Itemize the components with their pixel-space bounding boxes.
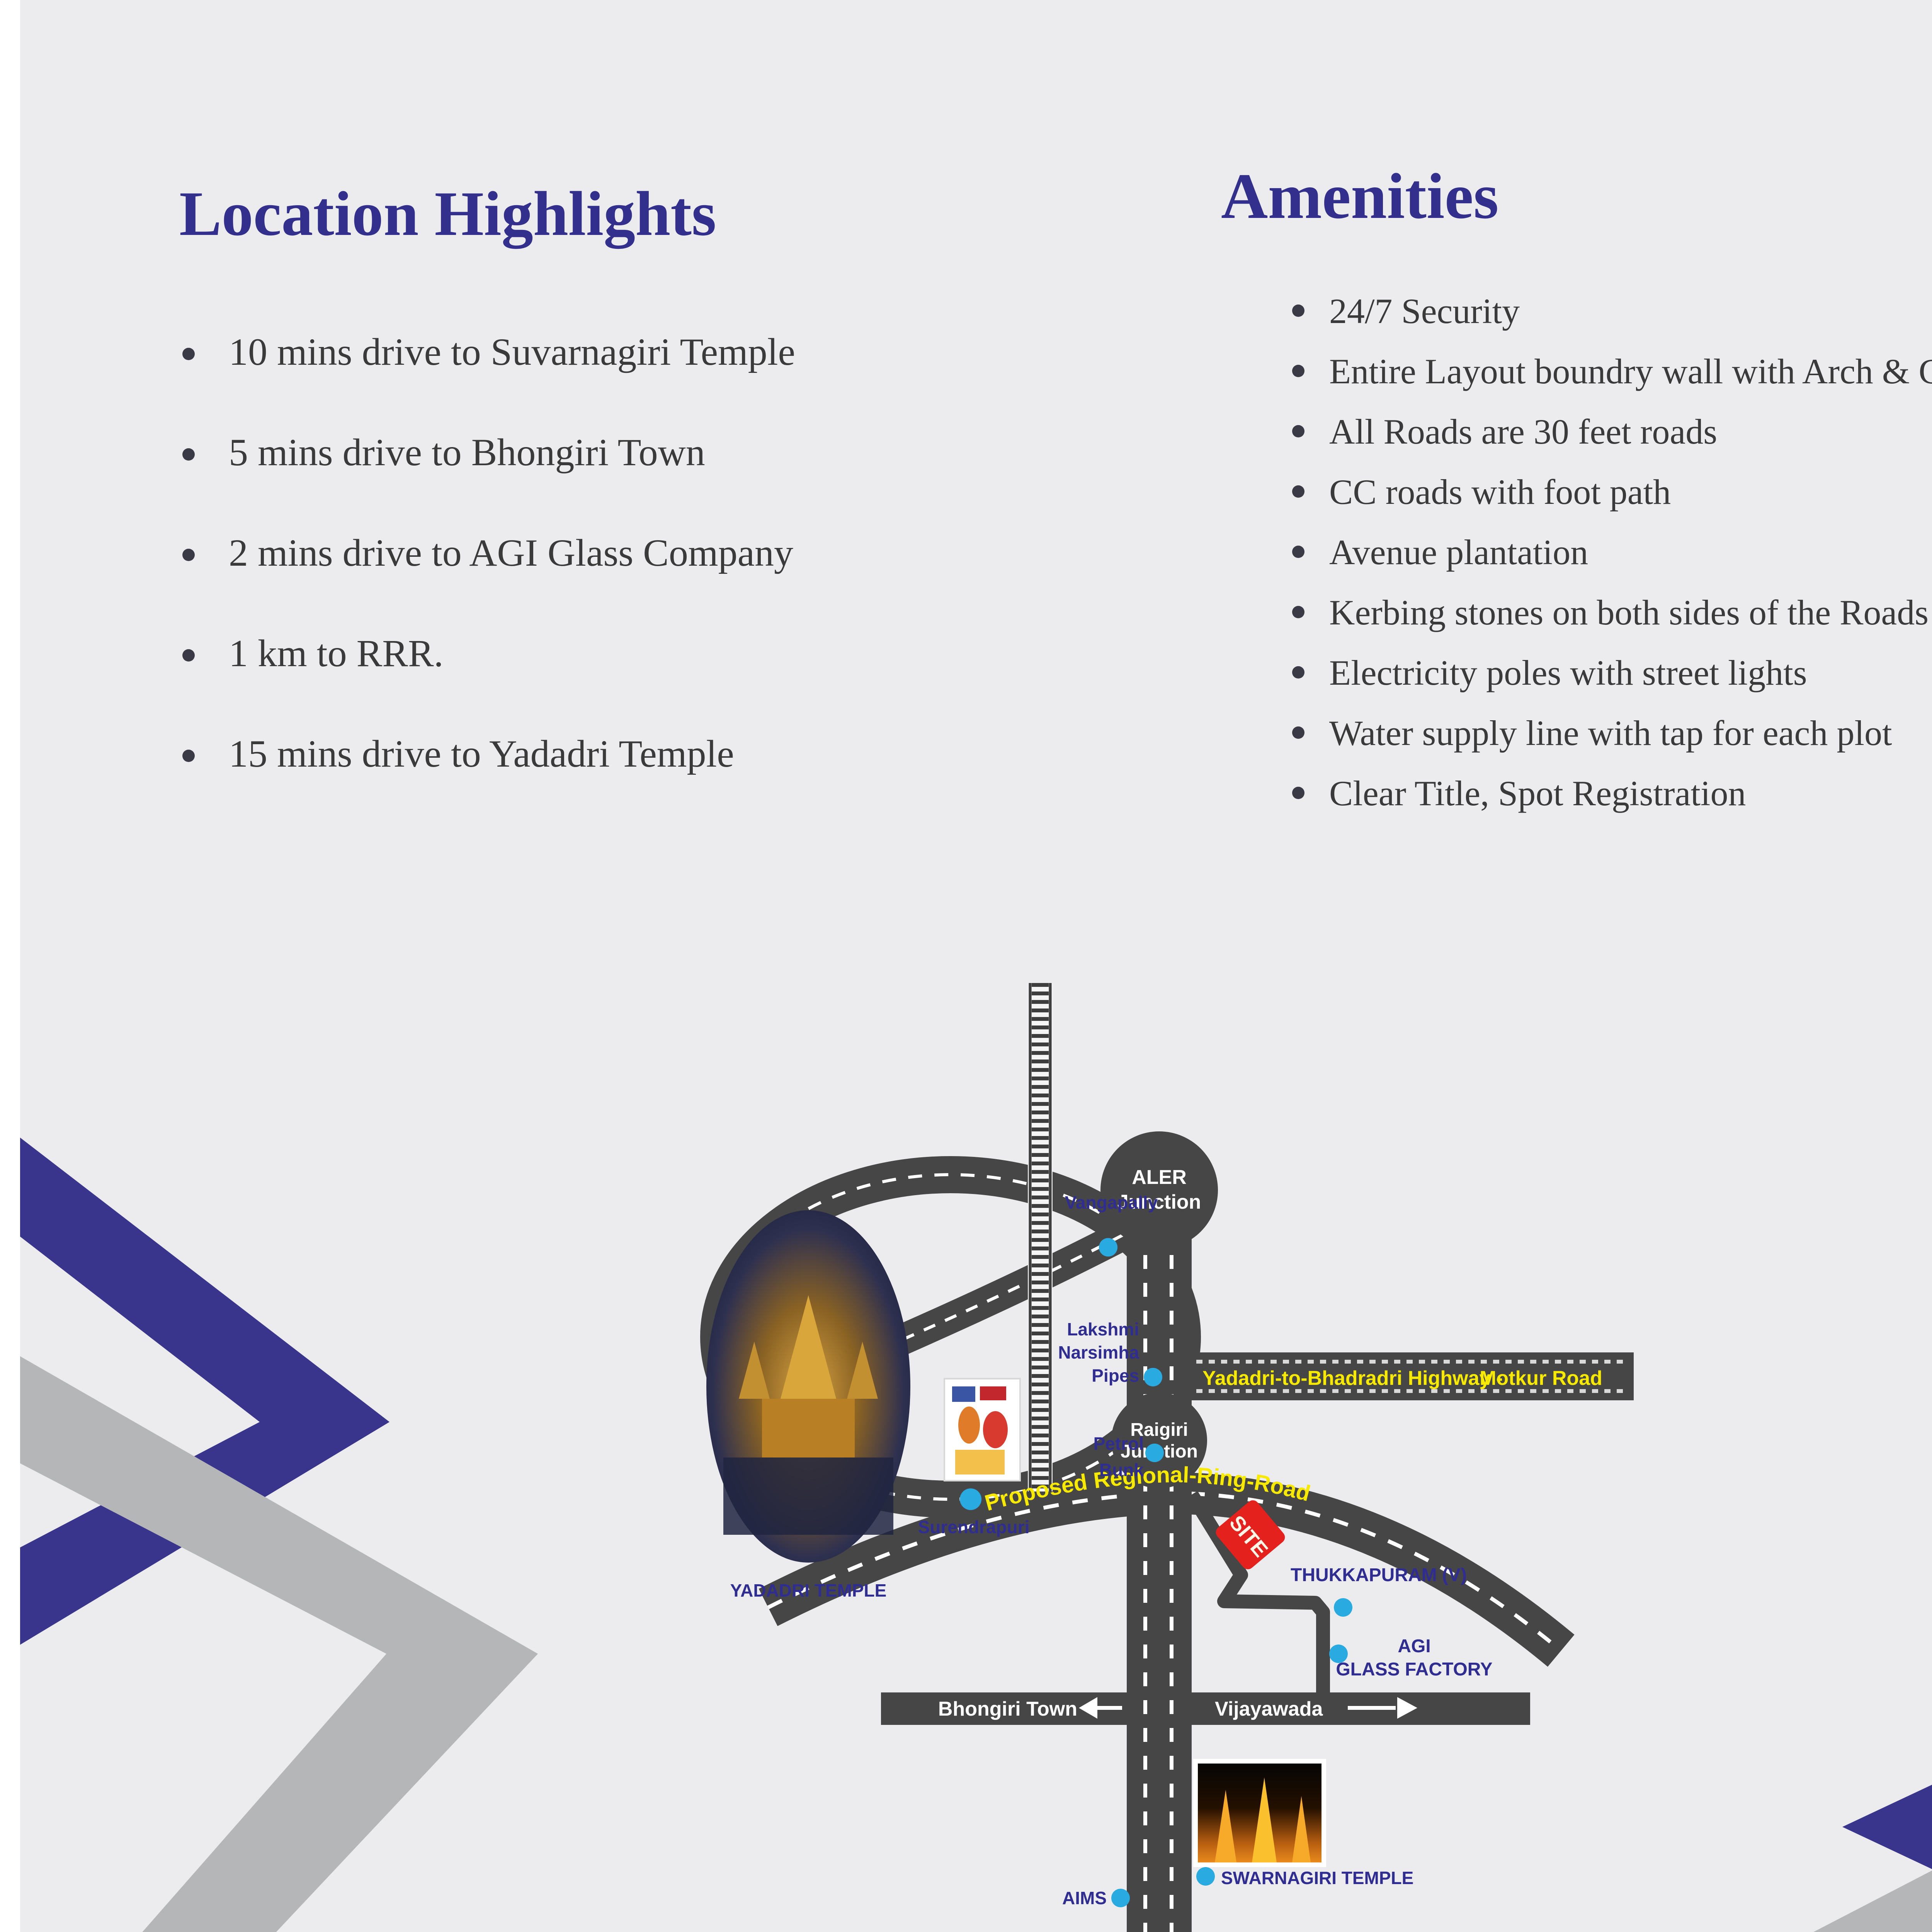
agi-label-1: AGI [1398,1636,1430,1656]
list-item-label: 10 mins drive to Suvarnagiri Temple [229,332,795,374]
thukkapuram-dot [1334,1598,1352,1617]
swarnagiri-dot [1196,1867,1215,1886]
list-item-label: 5 mins drive to Bhongiri Town [229,433,705,474]
bullet-icon [182,348,195,360]
list-item: All Roads are 30 feet roads [1292,411,1932,453]
chevron-left-blue [0,1122,389,1657]
chevron-right-blue [1842,1784,1932,1869]
aler-label2: Junction [1117,1191,1201,1213]
location-highlights-title: Location Highlights [179,178,716,249]
bullet-icon [1292,787,1304,799]
list-item-label: 24/7 Security [1329,292,1520,331]
list-item-label: 15 mins drive to Yadadri Temple [229,734,734,776]
map-junctions [1100,1131,1218,1488]
list-item: 15 mins drive to Yadadri Temple [182,733,795,779]
surendrapuri-dot [960,1488,981,1510]
railway-line [1028,983,1053,1492]
vijayawada-label: Vijayawada [1215,1698,1323,1720]
list-item-label: Water supply line with tap for each plot [1329,714,1892,753]
thukkapuram-label: THUKKAPURAM (V) [1291,1565,1467,1585]
list-item-label: 1 km to RRR. [229,634,444,675]
motkur-label: Motkur Road [1480,1367,1602,1389]
petrol-dot [1145,1444,1164,1462]
vangapally-label: Vangapally [1065,1192,1158,1213]
scan-edge-strip [0,0,20,1932]
highway-label: Yadadri-to-Bhadradri Highway - [1202,1367,1503,1389]
petrol-label-1: Petrol [1094,1434,1144,1454]
swarnagiri-temple-photo [1193,1759,1326,1867]
list-item: Electricity poles with street lights [1292,652,1932,694]
bullet-icon [1292,546,1304,558]
aims-label: AIMS [1062,1888,1107,1908]
list-item: 5 mins drive to Bhongiri Town [182,431,795,478]
vangapally-dot [1099,1238,1117,1257]
bullet-icon [182,649,195,662]
bullet-icon [182,448,195,461]
list-item: Water supply line with tap for each plot [1292,713,1932,754]
list-item-label: 2 mins drive to AGI Glass Company [229,533,794,575]
aler-fork-centerline [741,1223,1145,1410]
bullet-icon [1292,365,1304,377]
list-item: CC roads with foot path [1292,471,1932,513]
amenities-list: 24/7 Security Entire Layout boundry wall… [1292,291,1932,833]
surendrapuri-photo [944,1378,1021,1481]
petrol-label-2: Bunk [1099,1460,1144,1480]
bullet-icon [182,750,195,762]
landmark-labels: Vangapally Lakshmi Narsimha Pipes Petrol… [730,1192,1493,1908]
lakshmi-label-2: Narsimha [1058,1342,1139,1362]
yadadri-temple-label: YADADRI TEMPLE [730,1580,887,1600]
list-item: Entire Layout boundry wall with Arch & G… [1292,351,1932,393]
lakshmi-label-1: Lakshmi [1067,1319,1139,1339]
main-road [1127,1190,1192,1932]
lakshmi-dot [1144,1368,1162,1386]
list-item: 2 mins drive to AGI Glass Company [182,532,795,578]
yadadri-temple-photo [706,1210,910,1563]
list-item-label: CC roads with foot path [1329,473,1671,512]
vijayawada-arrow-icon [1348,1697,1417,1719]
amenities-title: Amenities [1221,162,1499,233]
chevron-right-gray [1813,1870,1932,1932]
aler-label: ALER [1132,1166,1187,1189]
bhongiri-label: Bhongiri Town [938,1698,1077,1720]
list-item-label: Electricity poles with street lights [1329,654,1807,692]
list-item: Avenue plantation [1292,532,1932,573]
decor-chevrons [0,1122,1932,1932]
list-item-label: Avenue plantation [1329,533,1588,572]
site-access-road [1185,1491,1330,1697]
swarnagiri-label: SWARNAGIRI TEMPLE [1221,1868,1413,1888]
agi-label-2: GLASS FACTORY [1336,1659,1492,1680]
list-item: Clear Title, Spot Registration [1292,773,1932,815]
surendrapuri-label: Surendrapuri [918,1517,1030,1537]
list-item: 24/7 Security [1292,291,1932,332]
bullet-icon [1292,425,1304,437]
list-item: 10 mins drive to Suvarnagiri Temple [182,331,795,377]
bullet-icon [1292,666,1304,679]
list-item: 1 km to RRR. [182,632,795,679]
bullet-icon [182,549,195,561]
raigiri-label: Raigiri [1130,1420,1188,1440]
bullet-icon [1292,304,1304,317]
bhongiri-arrow-icon [1079,1697,1122,1719]
list-item-label: Entire Layout boundry wall with Arch & G… [1329,352,1932,391]
agi-dot [1329,1645,1348,1663]
aims-dot [1111,1889,1130,1907]
bullet-icon [1292,485,1304,498]
bullet-icon [1292,606,1304,618]
list-item-label: Clear Title, Spot Registration [1329,774,1746,813]
map-roads [700,1156,1634,1932]
bullet-icon [1292,726,1304,739]
list-item-label: Kerbing stones on both sides of the Road… [1329,594,1929,632]
lakshmi-label-3: Pipes [1092,1366,1139,1386]
list-item-label: All Roads are 30 feet roads [1329,413,1718,451]
location-highlights-list: 10 mins drive to Suvarnagiri Temple 5 mi… [182,331,795,833]
raigiri-junction [1111,1393,1207,1488]
list-item: Kerbing stones on both sides of the Road… [1292,592,1932,634]
chevron-left-gray [0,1345,538,1932]
site-marker: SITE [1216,1500,1285,1570]
aler-junction [1100,1131,1218,1249]
